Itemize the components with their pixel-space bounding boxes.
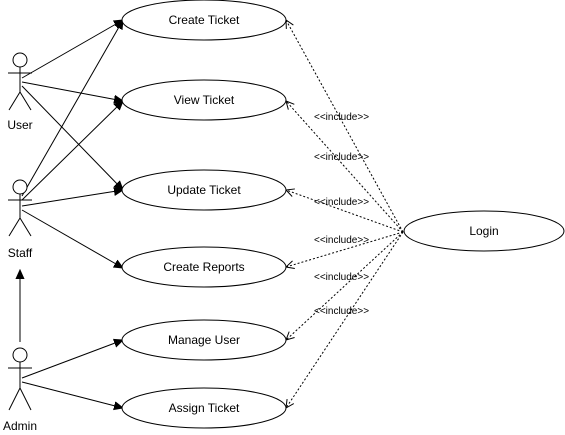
actor-label: Admin [3, 419, 37, 433]
include-label-update-ticket: <<include>> [314, 197, 369, 208]
include-line-assign-ticket [286, 231, 404, 408]
actor-admin[interactable]: Admin [3, 347, 37, 433]
include-label-create-reports: <<include>> [314, 235, 369, 246]
stick-figure-icon [8, 179, 32, 237]
actor-staff[interactable]: Staff [8, 179, 33, 260]
use-case-label: View Ticket [174, 93, 235, 107]
use-case-create-reports[interactable]: Create Reports [121, 246, 287, 288]
use-case-view-ticket[interactable]: View Ticket [121, 79, 287, 121]
use-case-login[interactable]: Login [403, 210, 565, 252]
use-case-label: Create Reports [163, 260, 244, 274]
use-case-label: Login [469, 224, 498, 238]
use-case-manage-user[interactable]: Manage User [121, 319, 287, 361]
include-label-manage-user: <<include>> [314, 272, 369, 283]
association-lines [20, 20, 123, 408]
actor-label: Staff [8, 246, 33, 260]
use-case-label: Assign Ticket [169, 401, 240, 415]
use-case-label: Update Ticket [167, 183, 241, 197]
use-case-label: Manage User [168, 333, 240, 347]
include-line-update-ticket [286, 190, 404, 233]
assoc-staff-create-ticket [21, 20, 123, 197]
assoc-staff-update-ticket [21, 190, 123, 207]
use-case-update-ticket[interactable]: Update Ticket [121, 169, 287, 211]
assoc-user-create-ticket [21, 20, 123, 79]
include-line-create-ticket [286, 20, 404, 233]
use-case-label: Create Ticket [169, 13, 240, 27]
assoc-staff-create-reports [21, 209, 123, 268]
assoc-user-update-ticket [21, 85, 123, 190]
include-line-view-ticket [286, 101, 404, 233]
include-line-create-reports [286, 231, 404, 267]
use-case-assign-ticket[interactable]: Assign Ticket [121, 387, 287, 429]
assoc-admin-assign-ticket [21, 381, 123, 408]
assoc-admin-manage-user [21, 340, 123, 379]
use-cases: Create Ticket View Ticket Update Ticket … [121, 0, 565, 429]
include-labels: <<include>> <<include>> <<include>> <<in… [314, 112, 369, 317]
include-lines [286, 20, 404, 408]
actors: User Staff Admin [3, 52, 37, 433]
assoc-user-view-ticket [21, 81, 123, 101]
include-label-assign-ticket: <<include>> [314, 306, 369, 317]
actor-user[interactable]: User [7, 52, 33, 132]
stick-figure-icon [8, 52, 32, 111]
include-label-create-ticket: <<include>> [314, 112, 369, 123]
include-label-view-ticket: <<include>> [314, 152, 369, 163]
use-case-create-ticket[interactable]: Create Ticket [121, 0, 287, 41]
actor-label: User [7, 118, 32, 132]
stick-figure-icon [8, 347, 32, 411]
include-line-manage-user [286, 231, 404, 340]
assoc-staff-view-ticket [21, 101, 123, 201]
